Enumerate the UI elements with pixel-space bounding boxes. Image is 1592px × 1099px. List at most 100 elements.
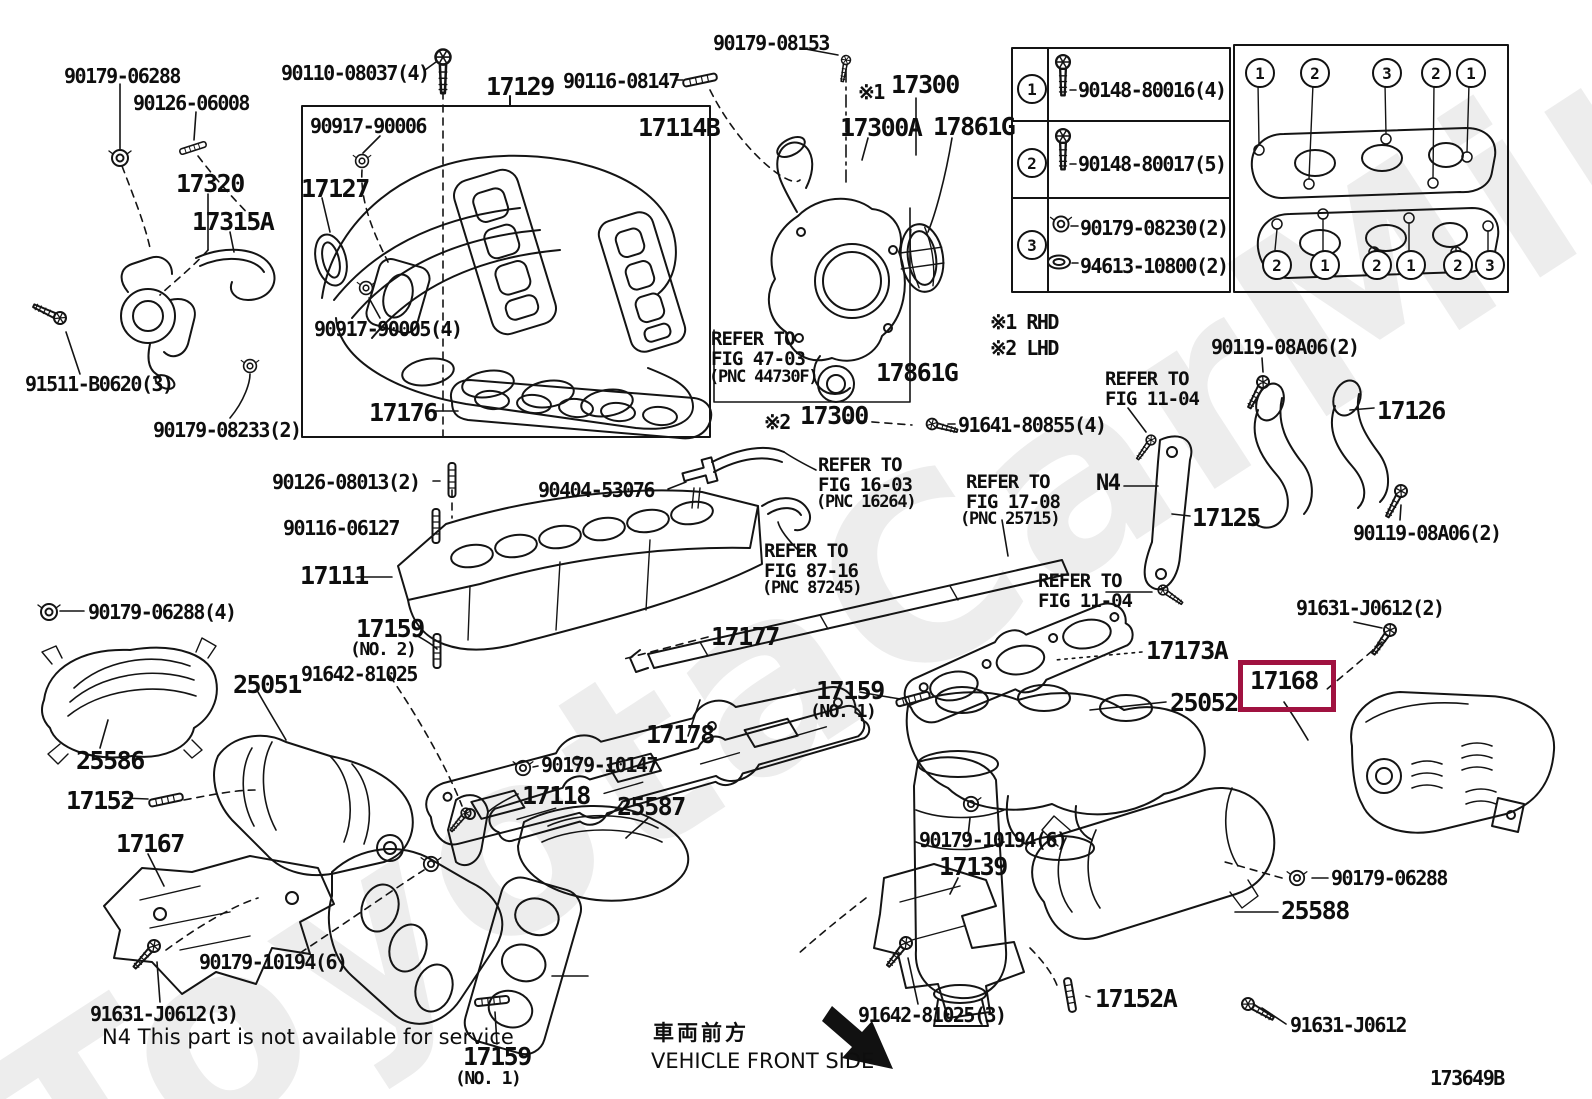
part-label-91642-81025-3: 91642-81025(3) [858, 1003, 1007, 1027]
part-label-17178: 17178 [646, 720, 715, 749]
part-label-17300: 17300 [891, 70, 960, 99]
part-label-1: ※1 [858, 80, 885, 104]
upper-manifold-box [301, 95, 711, 438]
part-label-90179-10194-6: 90179-10194(6) [199, 950, 348, 974]
callout-gasket_top-1: 1 [1456, 58, 1486, 88]
part-label-17300a: 17300A [840, 113, 923, 142]
part-label-17159: 17159 [816, 676, 885, 705]
exhaust-manifold-drawing [328, 848, 504, 1025]
leader-lines [59, 47, 1402, 1045]
bracket-17125-drawing [1143, 435, 1193, 591]
part-label-90179-06288: 90179-06288 [64, 64, 181, 88]
part-label-90116-08147: 90116-08147 [563, 69, 680, 93]
part-label-17173a: 17173A [1146, 636, 1229, 665]
hose-drawing [761, 497, 812, 532]
part-label-90126-08013-2: 90126-08013(2) [272, 470, 421, 494]
bracket-17139-drawing [873, 863, 1025, 1019]
part-label-17168: 17168 [1250, 666, 1319, 695]
hose-90404-53076-drawing [681, 446, 785, 509]
part-label-25052: 25052 [1170, 688, 1239, 717]
legend-table [1011, 47, 1231, 293]
part-label-pnc-44730f: (PNC 44730F) [709, 367, 819, 387]
callout-gasket_bottom-2: 2 [1443, 250, 1473, 280]
part-label-17114b: 17114B [638, 113, 721, 142]
part-label-91641-80855-4: 91641-80855(4) [958, 413, 1107, 437]
part-label-25588: 25588 [1281, 896, 1350, 925]
part-label-17315a: 17315A [192, 207, 275, 236]
part-label-90179-10194-6: 90179-10194(6) [919, 828, 1068, 852]
gasket-17114b-drawing [453, 168, 687, 353]
part-label-no-1: (NO. 1) [455, 1068, 522, 1089]
part-label-90179-08230-2: 90179-08230(2) [1080, 216, 1229, 240]
part-label-17125: 17125 [1192, 503, 1261, 532]
part-label-2: ※2 [764, 410, 791, 434]
callout-gasket_top-1: 1 [1245, 58, 1275, 88]
part-label-91631-j0612-2: 91631-J0612(2) [1296, 596, 1445, 620]
part-label-n4: N4 [1096, 471, 1121, 496]
part-label-90119-08a06-2: 90119-08A06(2) [1211, 335, 1360, 359]
throttle-body-17300-drawing [767, 136, 906, 403]
part-label-2-lhd: ※2 LHD [990, 336, 1059, 360]
part-label-90179-10147: 90179-10147 [541, 753, 658, 777]
manifold-stay-drawing [629, 559, 1069, 673]
part-label-17127: 17127 [301, 174, 370, 203]
part-label-91631-j0612-3: 91631-J0612(3) [90, 1002, 239, 1026]
heat-insulator-17168-drawing [1350, 691, 1556, 834]
part-label-17139: 17139 [939, 852, 1008, 881]
part-label-17861g: 17861G [876, 358, 959, 387]
callout-legend-1: 1 [1017, 74, 1047, 104]
callout-gasket_bottom-2: 2 [1262, 250, 1292, 280]
converter-25051-drawing [213, 734, 414, 877]
part-label-17300: 17300 [800, 401, 869, 430]
part-label-refer-to-fig-17-08: REFER TO FIG 17-08 [966, 471, 1061, 513]
part-label-90179-08233-2: 90179-08233(2) [153, 418, 302, 442]
part-label-no-2: (NO. 2) [350, 639, 417, 660]
part-label-no-1: (NO. 1) [810, 701, 877, 722]
heat-insulator-25586-drawing [41, 637, 218, 765]
bracket-17118-drawing [447, 794, 489, 867]
part-label-25586: 25586 [76, 746, 145, 775]
gasket-17176-drawing [450, 379, 713, 440]
gasket-17178-drawing [488, 705, 871, 843]
dashed-lines [121, 69, 1383, 989]
upper-intake-manifold-drawing [321, 154, 694, 430]
part-label-refer-to-fig-11-04: REFER TO FIG 11-04 [1038, 570, 1133, 612]
part-label-25051: 25051 [233, 670, 302, 699]
part-label-90917-90006: 90917-90006 [310, 114, 427, 138]
part-label-17176: 17176 [369, 398, 438, 427]
part-label-94613-10800-2: 94613-10800(2) [1080, 254, 1229, 278]
callout-gasket_bottom-3: 3 [1475, 250, 1505, 280]
gasket-17127-drawing [314, 233, 348, 287]
callout-gasket_bottom-2: 2 [1362, 250, 1392, 280]
part-label-17861g: 17861G [933, 112, 1016, 141]
callout-legend-2: 2 [1017, 148, 1047, 178]
egr-valve-17320-drawing [120, 256, 196, 390]
part-label-1-rhd: ※1 RHD [990, 310, 1059, 334]
part-label-17111: 17111 [300, 561, 369, 590]
part-label-17152: 17152 [66, 786, 135, 815]
part-label-90179-06288-4: 90179-06288(4) [88, 600, 237, 624]
callout-gasket_top-3: 3 [1372, 58, 1402, 88]
callout-gasket_top-2: 2 [1300, 58, 1330, 88]
gasket-17173a-drawing [903, 602, 1134, 724]
part-label-90179-08153: 90179-08153 [713, 31, 830, 55]
highlight-box-17168 [1238, 660, 1336, 712]
part-label-17159: 17159 [463, 1042, 532, 1071]
part-label-refer-to-fig-11-04: REFER TO FIG 11-04 [1105, 368, 1200, 410]
callout-gasket_bottom-1: 1 [1310, 250, 1340, 280]
part-label-90404-53076: 90404-53076 [538, 478, 655, 502]
part-label-90119-08a06-2: 90119-08A06(2) [1353, 521, 1502, 545]
vehicle-front-arrow [822, 1006, 893, 1069]
part-label-17126: 17126 [1377, 396, 1446, 425]
part-label-91511-b0620-3: 91511-B0620(3) [25, 372, 174, 396]
part-label-17118: 17118 [522, 781, 591, 810]
part-label-17320: 17320 [176, 169, 245, 198]
insulator-17861g-drawing [899, 223, 945, 293]
part-label-25587: 25587 [617, 792, 686, 821]
part-label-refer-to-fig-16-03: REFER TO FIG 16-03 [818, 454, 913, 496]
part-label-173649b: 173649B [1430, 1066, 1505, 1090]
part-label-91631-j0612: 91631-J0612 [1290, 1013, 1407, 1037]
heat-insulator-17167-drawing [103, 855, 335, 995]
